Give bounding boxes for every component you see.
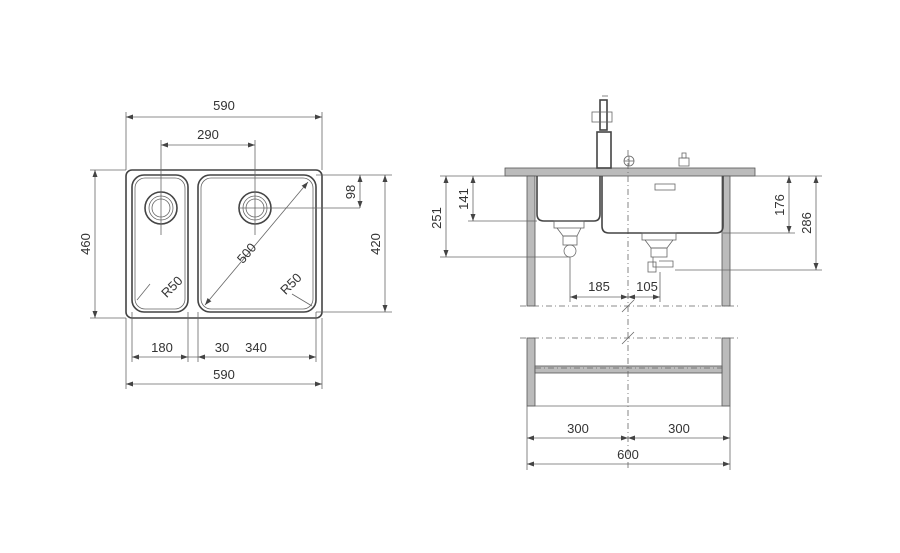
faucet xyxy=(591,95,613,169)
cabinet-shelf xyxy=(534,365,723,374)
countertop xyxy=(504,167,756,177)
dim-depth-small: 141 xyxy=(456,188,471,210)
small-drain-trap xyxy=(553,220,585,258)
dim-depth-large: 176 xyxy=(772,194,787,216)
dim-cabinet-total: 600 xyxy=(617,447,639,462)
dim-drain-offset-right: 105 xyxy=(636,279,658,294)
cabinet-left-wall xyxy=(526,175,536,307)
dim-cabinet-left: 300 xyxy=(567,421,589,436)
dim-cabinet-right: 300 xyxy=(668,421,690,436)
dim-width-top: 590 xyxy=(213,98,235,113)
radius-left-label: R50 xyxy=(158,273,185,300)
dim-small-bowl: 180 xyxy=(151,340,173,355)
large-bowl xyxy=(197,174,317,313)
dim-depth-drain: 286 xyxy=(799,212,814,234)
dim-bowl-spacing: 290 xyxy=(197,127,219,142)
dim-depth-total: 251 xyxy=(429,207,444,229)
dim-width-bottom: 590 xyxy=(213,367,235,382)
radius-right-label: R50 xyxy=(277,270,304,297)
dim-diagonal: 500 xyxy=(234,240,259,266)
dim-large-bowl: 340 xyxy=(245,340,267,355)
dim-drain-offset-left: 185 xyxy=(588,279,610,294)
top-view: 590 290 460 98 420 500 R50 R50 180 30 34 xyxy=(78,98,392,389)
sink-outline xyxy=(125,169,323,319)
small-bowl-profile xyxy=(536,176,601,222)
large-bowl-profile xyxy=(601,176,724,234)
dim-drain-offset: 98 xyxy=(343,185,358,199)
dim-divider: 30 xyxy=(215,340,229,355)
dim-depth-outer: 460 xyxy=(78,233,93,255)
cabinet-right-wall xyxy=(721,175,731,307)
side-view: 141 251 176 286 185 105 300 300 600 xyxy=(429,95,822,470)
dim-depth-inner: 420 xyxy=(368,233,383,255)
large-drain-trap xyxy=(641,232,677,273)
small-bowl xyxy=(131,174,189,313)
